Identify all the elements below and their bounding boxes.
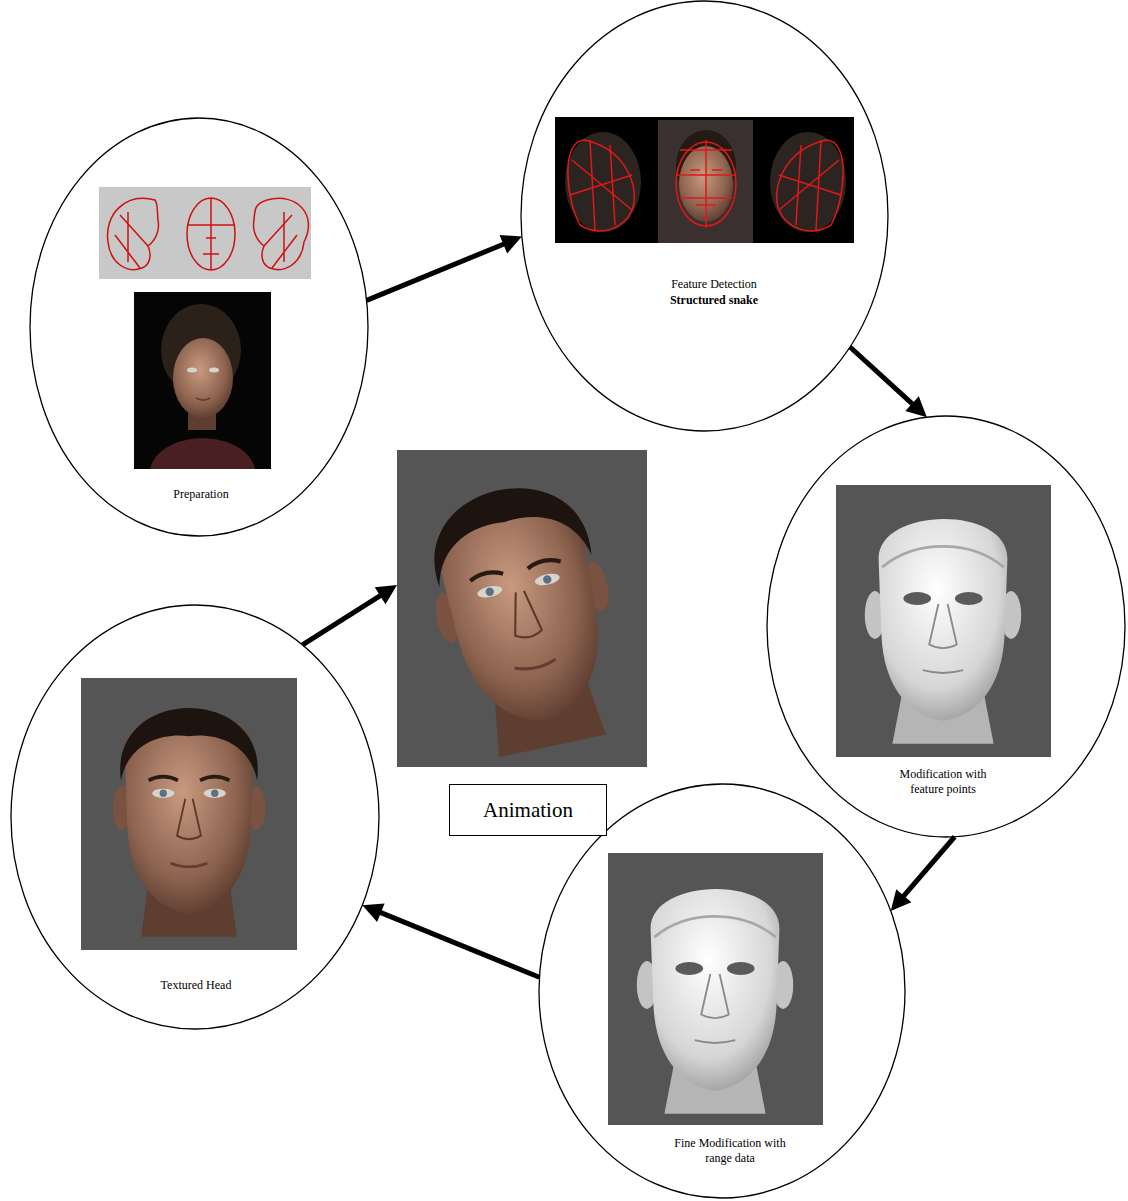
feature-detection-photos-part: [568, 140, 843, 231]
flow-arrow: [850, 347, 927, 417]
preparation-photo-part: [150, 438, 255, 469]
arrow-head: [500, 235, 522, 253]
preparation-sketches-part-part: [264, 212, 297, 268]
feature-detection-photos-part: [658, 120, 753, 243]
label-box: Animation: [449, 784, 607, 836]
textured-head-part: [113, 708, 266, 937]
preparation-photo-part: [209, 368, 219, 373]
arrow-head: [375, 585, 397, 604]
preparation-sketches-part-part: [108, 198, 159, 269]
preparation-photo-part: [173, 338, 233, 418]
preparation-sketches-part-part: [187, 198, 235, 270]
preparation-sketches-part-part: [115, 212, 148, 268]
circle-outline: [11, 605, 379, 1029]
fine-modified-head: [608, 853, 823, 1125]
feature-detection-photos: [555, 117, 854, 243]
step-circle: Feature DetectionStructured snake: [520, 0, 889, 432]
feature-detection-photos-part-part: [676, 140, 736, 228]
circle-outline: [539, 784, 905, 1198]
step-circle: Textured Head: [10, 604, 380, 1030]
flow-arrow: [367, 235, 522, 300]
preparation-sketches: [99, 187, 311, 279]
preparation-photo-part: [134, 292, 271, 469]
step-caption: Textured Head: [121, 978, 271, 993]
textured-head: [81, 678, 297, 950]
arrow-head: [362, 903, 384, 922]
arrow-shaft: [377, 911, 539, 977]
arrow-shaft: [850, 347, 915, 406]
feature-detection-photos-part: [770, 132, 846, 232]
flow-arrow: [362, 903, 539, 977]
arrow-head: [905, 396, 927, 417]
step-circle: Modification with feature points: [766, 415, 1126, 838]
textured-head-part: [81, 678, 297, 950]
circle-outline: [520, 0, 889, 432]
modified-head-part: [836, 485, 1051, 757]
preparation-photo: [134, 292, 271, 469]
flow-arrow: [302, 585, 397, 645]
feature-detection-photos-part: [555, 117, 854, 243]
preparation-photo-part: [187, 368, 197, 373]
arrow-shaft: [367, 243, 507, 301]
preparation-sketches-part-part: [253, 198, 308, 269]
circle-outline: [521, 1, 888, 431]
arrow-shaft: [901, 837, 954, 899]
feature-detection-photos-part-part: [570, 140, 632, 230]
feature-detection-photos-part-part: [568, 140, 634, 231]
preparation-sketches-part: [108, 198, 309, 270]
preparation-sketches-part: [99, 187, 311, 279]
feature-detection-photos-part-part: [779, 140, 841, 230]
step-circle: Fine Modification with range data: [538, 783, 906, 1199]
modified-head-part: [865, 519, 1021, 744]
step-caption: Modification with feature points: [887, 767, 999, 797]
fine-modified-head-part: [637, 889, 793, 1114]
step-caption: Preparation: [126, 487, 276, 502]
circle-outline: [767, 416, 1125, 837]
step-caption: Fine Modification with range data: [660, 1136, 800, 1166]
circle-outline: [10, 604, 380, 1030]
flow-arrow: [891, 837, 955, 911]
step-subcaption: Structured snake: [614, 293, 814, 308]
circle-outline: [29, 117, 369, 537]
arrow-head: [891, 889, 912, 911]
node-label: Animation: [483, 798, 573, 823]
step-circle: Preparation: [29, 117, 369, 537]
animated-head: [397, 450, 647, 767]
animated-head-part: [413, 472, 638, 764]
step-caption: Feature Detection: [614, 277, 814, 292]
animated-head-part: [397, 450, 647, 767]
preparation-sketches-part-part: [187, 198, 235, 270]
preparation-photo-part: [196, 398, 210, 400]
feature-detection-photos-part: [565, 132, 641, 232]
fine-modified-head-part: [608, 853, 823, 1125]
arrow-shaft: [302, 594, 383, 645]
feature-detection-photos-part-part: [777, 140, 843, 231]
animation-node: Animation: [397, 450, 647, 836]
modified-head: [836, 485, 1051, 757]
circle-outline: [30, 118, 368, 536]
